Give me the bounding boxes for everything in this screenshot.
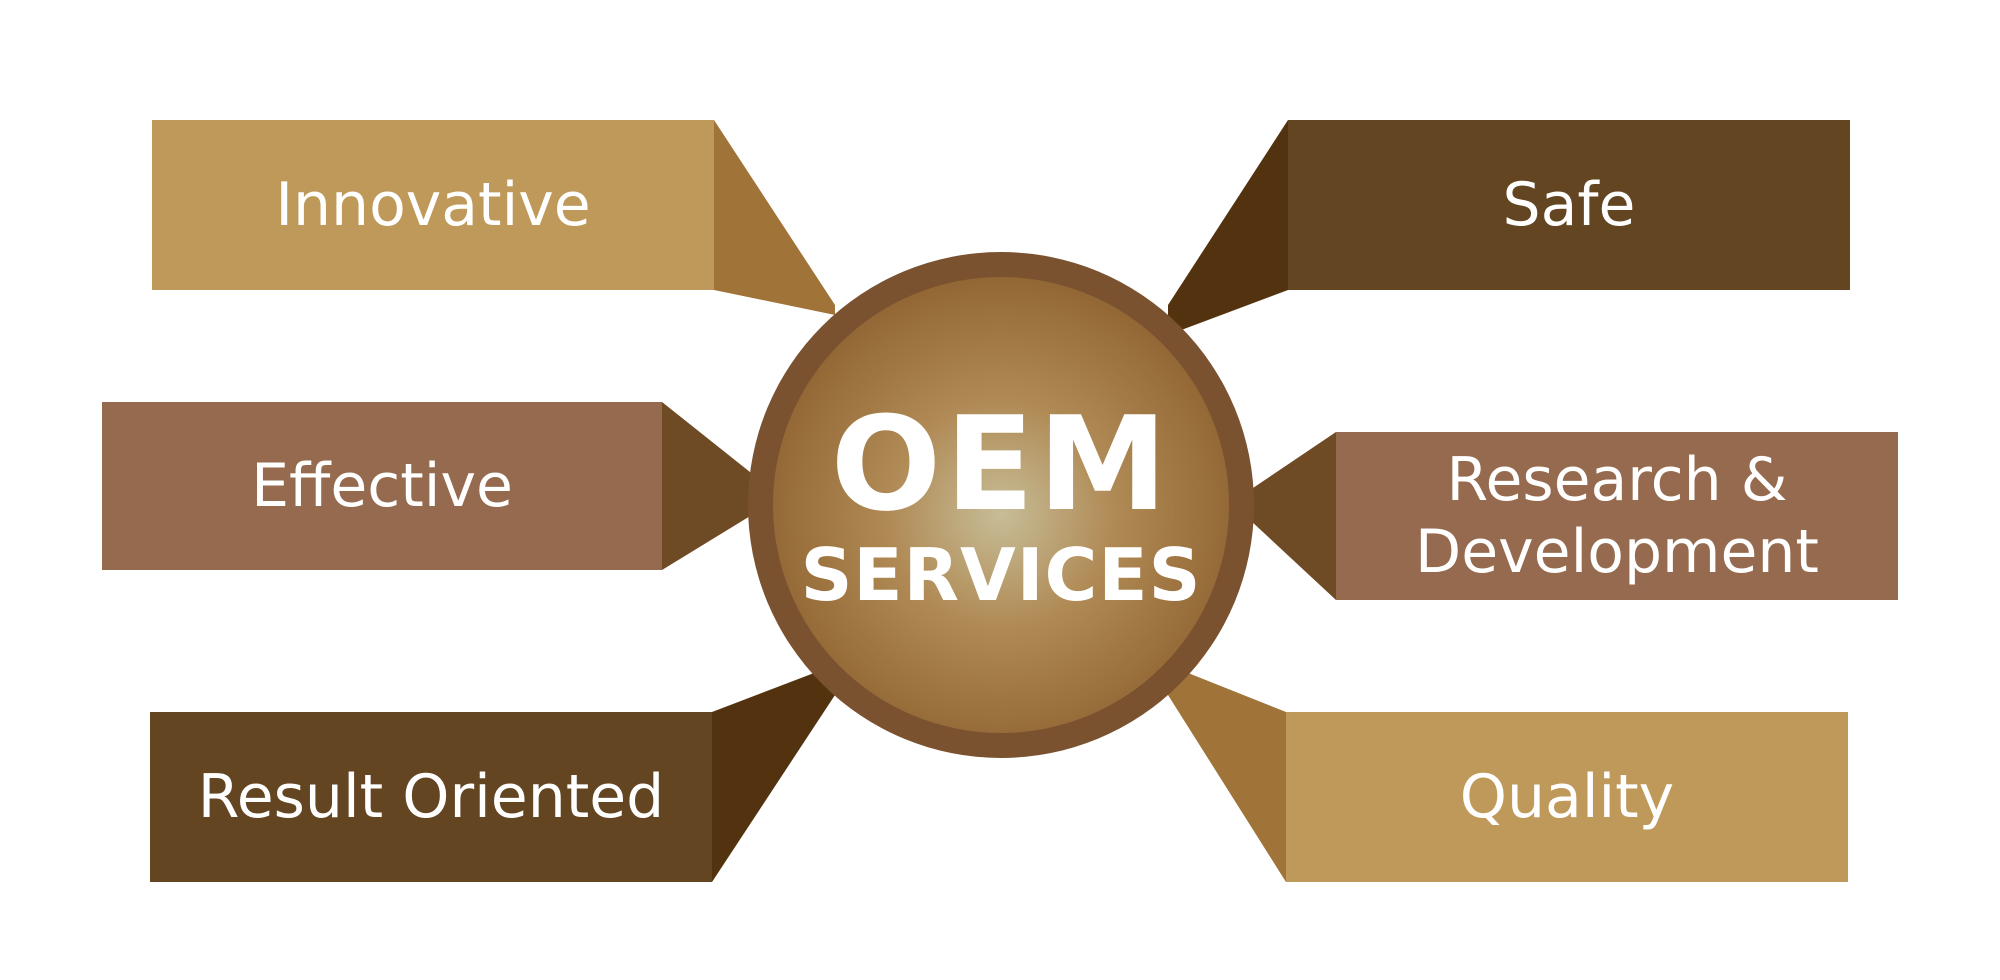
connector-innovative	[714, 120, 835, 315]
connector-safe	[1168, 120, 1288, 335]
item-result-oriented: Result Oriented	[150, 712, 712, 882]
center-title: OEM	[830, 388, 1172, 540]
item-label: Quality	[1459, 762, 1675, 832]
center-disc	[773, 277, 1229, 733]
item-label: Innovative	[275, 170, 591, 240]
box-innovative-bg	[152, 120, 714, 290]
box-safe-bg	[1288, 120, 1850, 290]
box-quality-bg	[1286, 712, 1848, 882]
item-safe: Safe	[1288, 120, 1850, 290]
item-label: Research & Development	[1415, 445, 1819, 587]
item-label: Effective	[251, 451, 513, 521]
item-research-development: Research & Development	[1336, 432, 1898, 600]
box-result-oriented-bg	[150, 712, 712, 882]
box-research-development-bg	[1336, 432, 1898, 600]
item-effective: Effective	[102, 402, 662, 570]
item-innovative: Innovative	[152, 120, 714, 290]
connector-result-oriented	[712, 665, 835, 882]
connector-effective	[662, 402, 760, 570]
connector-quality	[1168, 665, 1286, 882]
item-label: Result Oriented	[197, 762, 665, 832]
connector-research-development	[1250, 432, 1336, 600]
item-label: Safe	[1502, 170, 1636, 240]
item-quality: Quality	[1286, 712, 1848, 882]
center-hub: OEM SERVICES	[751, 255, 1251, 755]
center-subtitle: SERVICES	[800, 533, 1202, 617]
box-effective-bg	[102, 402, 662, 570]
